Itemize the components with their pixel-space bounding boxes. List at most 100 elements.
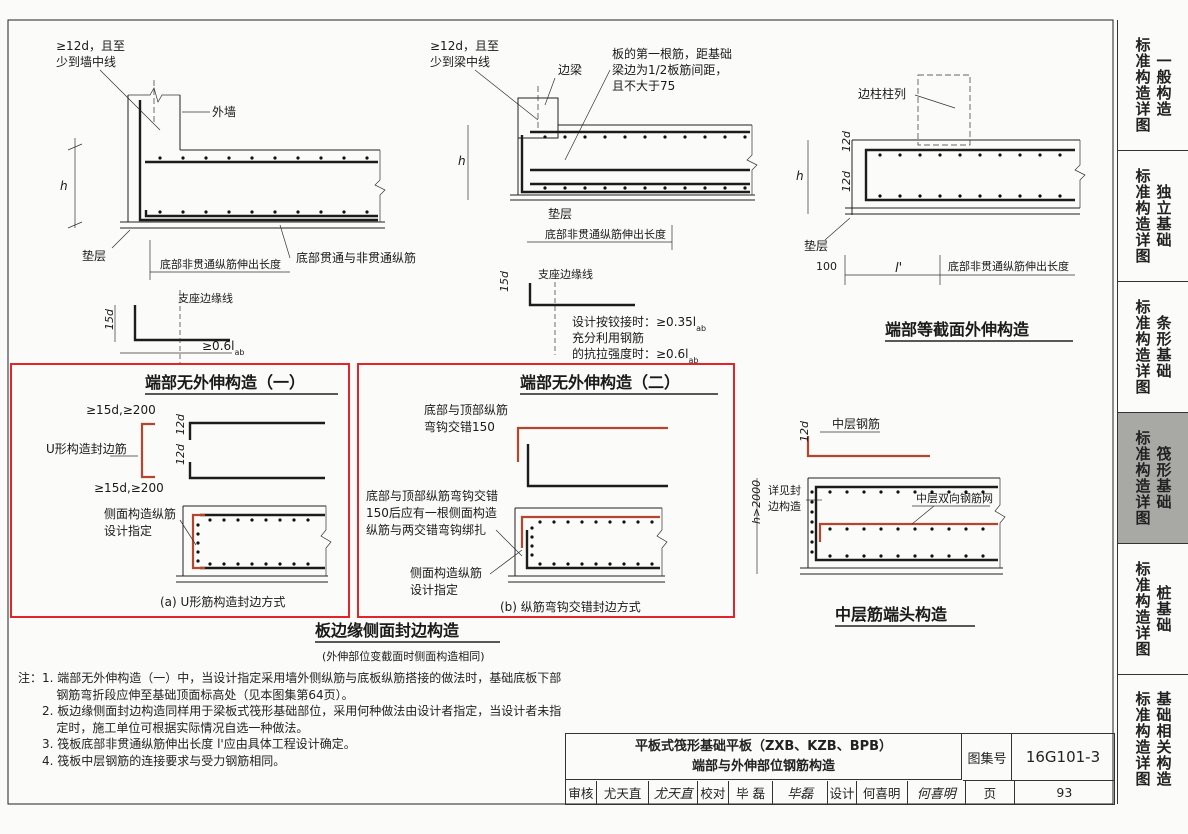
box-a-ge-bot: ≥15d,≥200: [94, 481, 164, 495]
d3-lprime: l': [895, 261, 902, 276]
rebar-dot: [204, 210, 208, 214]
rebar-dot: [958, 153, 962, 157]
rebar-dot: [930, 490, 934, 494]
note-4: 4. 筏板中层钢筋的连接要求与受力钢筋相同。: [42, 753, 286, 768]
rebar-dot: [723, 186, 727, 190]
rebar-dot: [643, 135, 647, 139]
rebar-dot: [981, 554, 985, 558]
tab-strip[interactable]: 标准构造详图 条形基础: [1118, 282, 1188, 413]
box-a-12d-b: 12d: [174, 443, 187, 465]
rebar-dot: [603, 135, 607, 139]
tab-char: 造: [1156, 100, 1172, 118]
rebar-dot: [196, 541, 200, 545]
d4-12d: 12d: [798, 420, 811, 442]
d1-leader: [99, 69, 161, 131]
tab-char: 详: [1135, 493, 1151, 511]
box-b-side-bar-1: 侧面构造纵筋: [410, 565, 482, 580]
tab-char: 础: [1156, 231, 1172, 249]
box-a-u-bar-section: [191, 513, 205, 570]
box-b-section-top-bar: [520, 515, 660, 548]
tab-pile[interactable]: 标准构造详图 桩基础: [1118, 544, 1188, 675]
tab-isolated[interactable]: 标准构造详图 独立基础: [1118, 151, 1188, 282]
tab-char: 造: [1135, 738, 1151, 756]
rebar-dot: [828, 490, 832, 494]
rebar-dot: [583, 186, 587, 190]
title-block: 平板式筏形基础平板（ZXB、KZB、BPB） 端部与外伸部位钢筋构造 图集号 1…: [565, 733, 1115, 805]
d2-support-edge: 支座边缘线: [538, 267, 593, 281]
tab-char: 础: [1156, 706, 1172, 724]
d1-support-edge: 支座边缘线: [178, 291, 233, 305]
rebar-dot: [913, 490, 917, 494]
rebar-dot: [306, 562, 310, 566]
d3-12d-b: 12d: [840, 170, 853, 192]
d3-title: 端部等截面外伸构造: [885, 320, 1030, 339]
rebar-dot: [703, 186, 707, 190]
tb-design-name: 何喜明: [857, 781, 908, 804]
tab-char: 形: [1156, 461, 1172, 479]
rebar-dot: [810, 490, 814, 494]
box-b-hook-note-2: 弯钩交错150: [424, 419, 495, 434]
rebar-dot: [898, 153, 902, 157]
rebar-dot: [683, 135, 687, 139]
d3-bottom-non-through: 底部非贯通纵筋伸出长度: [948, 259, 1069, 273]
rebar-dot: [204, 156, 208, 160]
tab-char: 筏: [1156, 445, 1172, 463]
tab-char: 形: [1156, 330, 1172, 348]
section-title: 板边缘侧面封边构造: [315, 621, 460, 640]
d3-dim-100: 100: [816, 260, 837, 273]
box-b-hook-crossing: 端部无外伸构造（二） 底部与顶部纵筋 弯钩交错150 底部与顶部纵筋弯钩交错 1…: [357, 363, 735, 618]
tab-char: 造: [1135, 608, 1151, 626]
rebar-dot: [938, 153, 942, 157]
tab-related-left: 标准构造详图: [1135, 691, 1150, 787]
rebar-dot: [566, 520, 570, 524]
section-subtitle: (外伸部位变截面时侧面构造相同): [322, 649, 485, 663]
rebar-dot: [879, 554, 883, 558]
tab-char: 构: [1135, 592, 1151, 610]
rebar-dot: [158, 210, 162, 214]
rebar-dot: [896, 527, 900, 531]
tab-strip-right: 条形基础: [1157, 315, 1172, 379]
d4-see-seal-1: 详见封: [768, 483, 801, 497]
d2-first-bar-1: 板的第一根筋，距基础: [612, 46, 732, 61]
tab-raft-left: 标准构造详图: [1135, 430, 1150, 526]
rebar-dot: [1018, 194, 1022, 198]
tab-related[interactable]: 标准构造详图 基础相关构造: [1118, 675, 1188, 803]
d4-mid-bar: 中层钢筋: [832, 416, 880, 431]
rebar-dot: [878, 153, 882, 157]
rebar-dot: [278, 562, 282, 566]
rebar-dot: [181, 156, 185, 160]
d3-closed-bar: [864, 148, 1075, 202]
tab-char: 基: [1156, 600, 1172, 618]
rebar-dot: [845, 527, 849, 531]
box-b-title: 端部无外伸构造（二）: [520, 373, 680, 392]
tab-char: 构: [1135, 461, 1151, 479]
tab-char: 标: [1135, 429, 1151, 447]
tab-char: 图: [1135, 509, 1151, 527]
rebar-dot: [810, 540, 814, 544]
box-a-highlight: [10, 363, 350, 618]
d3-h: h: [796, 169, 804, 183]
d1-bottom-non-through: 底部非贯通纵筋伸出长度: [160, 257, 281, 271]
rebar-dot: [365, 210, 369, 214]
d3-12d-a: 12d: [840, 130, 853, 152]
d1-cushion: 垫层: [82, 248, 106, 263]
rebar-dot: [319, 156, 323, 160]
tab-char: 准: [1135, 314, 1151, 332]
rebar-dot: [530, 526, 534, 530]
tab-char: 造: [1135, 477, 1151, 495]
box-b-bottom-hook: [526, 444, 668, 488]
rebar-dot: [250, 210, 254, 214]
tab-raft[interactable]: 标准构造详图 筏形基础: [1118, 413, 1188, 544]
tab-general[interactable]: 标准构造详图 一般构造: [1118, 20, 1188, 151]
tab-char: 标: [1135, 36, 1151, 54]
rebar-dot: [196, 550, 200, 554]
d2-design-note-2: 充分利用钢筋: [572, 330, 644, 345]
rebar-dot: [236, 518, 240, 522]
rebar-dot: [913, 554, 917, 558]
rebar-dot: [958, 194, 962, 198]
rebar-dot: [319, 210, 323, 214]
tb-design-signature: 何喜明: [908, 781, 967, 804]
d2-edge-beam: 边梁: [558, 62, 582, 77]
d2-first-bar-2: 梁边为1/2板筋间距，: [612, 62, 727, 77]
tab-char: 构: [1135, 330, 1151, 348]
